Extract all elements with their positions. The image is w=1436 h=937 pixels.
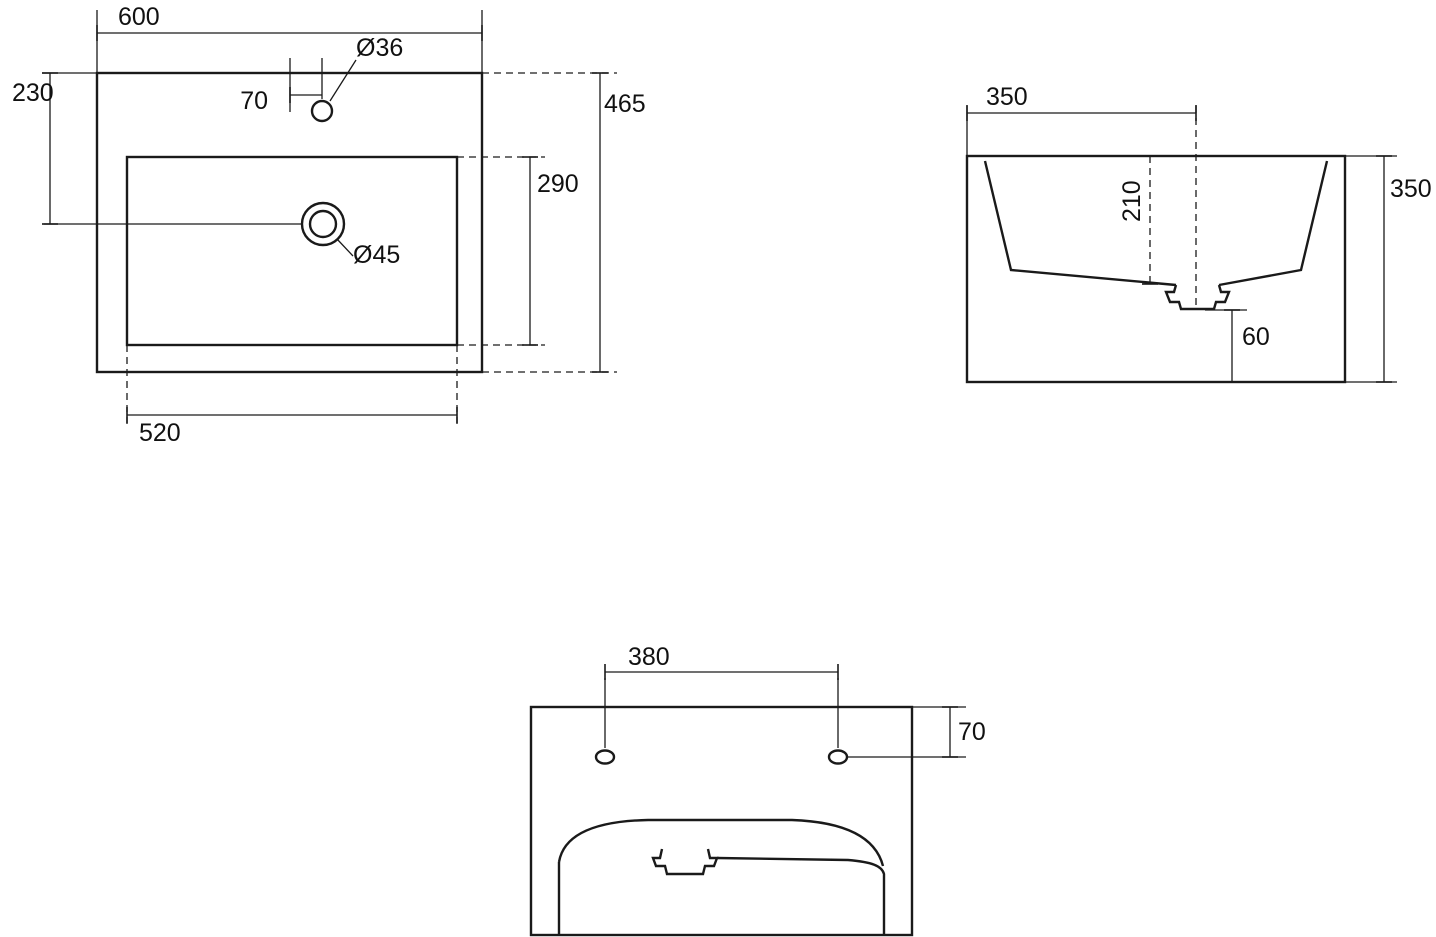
drain-outlet <box>1164 284 1231 311</box>
dim-label-fixing-hole-spacing: 380 <box>628 643 670 671</box>
dim-edge-to-drain: 230 <box>12 72 302 225</box>
top-view-bowl-outline <box>125 155 459 347</box>
dim-label-overall-width: 600 <box>118 3 160 31</box>
side-view: 350 210 350 60 <box>965 83 1432 384</box>
tap-hole <box>310 99 334 123</box>
dim-overall-depth: 465 <box>482 72 646 373</box>
drain-hole-outer <box>300 201 346 247</box>
dim-bowl-width: 520 <box>126 345 458 447</box>
dim-overall-height: 350 <box>1345 155 1432 383</box>
side-view-outer-outline <box>965 154 1347 384</box>
front-view: 380 70 <box>529 643 986 937</box>
basin-rim-curve <box>557 818 885 867</box>
drain-outlet-front <box>651 848 719 876</box>
dim-label-side-edge-to-drain: 350 <box>986 83 1028 111</box>
top-view-outer-outline <box>95 71 484 374</box>
dim-label-top-to-hole: 70 <box>958 718 986 746</box>
dim-label-overall-height: 350 <box>1390 175 1432 203</box>
dim-label-bowl-width: 520 <box>139 419 181 447</box>
dim-drain-diameter: Ø45 <box>336 238 400 269</box>
dim-overall-width: 600 <box>96 3 483 73</box>
basin-lower-edge <box>716 856 886 934</box>
front-view-outer-outline <box>529 705 914 937</box>
leader-line <box>336 238 354 257</box>
dim-label-bowl-depth: 290 <box>537 170 579 198</box>
dim-label-overall-depth: 465 <box>604 90 646 118</box>
leader-line <box>329 59 357 102</box>
dim-tap-diameter: Ø36 <box>329 34 403 102</box>
dim-label-drain-diameter: Ø45 <box>353 241 400 269</box>
dim-bowl-depth: 290 <box>457 156 579 346</box>
dim-drain-outlet-height: 60 <box>1205 309 1270 383</box>
top-view: 600 230 70 Ø36 Ø45 <box>12 3 646 447</box>
dim-fixing-hole-spacing: 380 <box>604 643 839 748</box>
dim-label-bowl-inner-depth: 210 <box>1118 180 1146 222</box>
bowl-profile-right <box>1218 160 1329 287</box>
fixing-hole-left <box>594 749 616 765</box>
drain-hole-inner <box>308 209 338 239</box>
dim-tap-offset: 70 <box>240 58 323 115</box>
bowl-profile-left <box>983 160 1177 287</box>
dim-label-edge-to-drain: 230 <box>12 79 54 107</box>
dim-side-edge-to-drain: 350 <box>966 83 1197 156</box>
dim-bowl-inner-depth: 210 <box>1118 155 1158 285</box>
fixing-hole-right <box>827 749 849 765</box>
dim-top-to-hole: 70 <box>848 706 986 758</box>
dim-label-tap-diameter: Ø36 <box>356 34 403 62</box>
dim-label-drain-outlet-height: 60 <box>1242 323 1270 351</box>
dim-label-tap-offset: 70 <box>240 87 268 115</box>
